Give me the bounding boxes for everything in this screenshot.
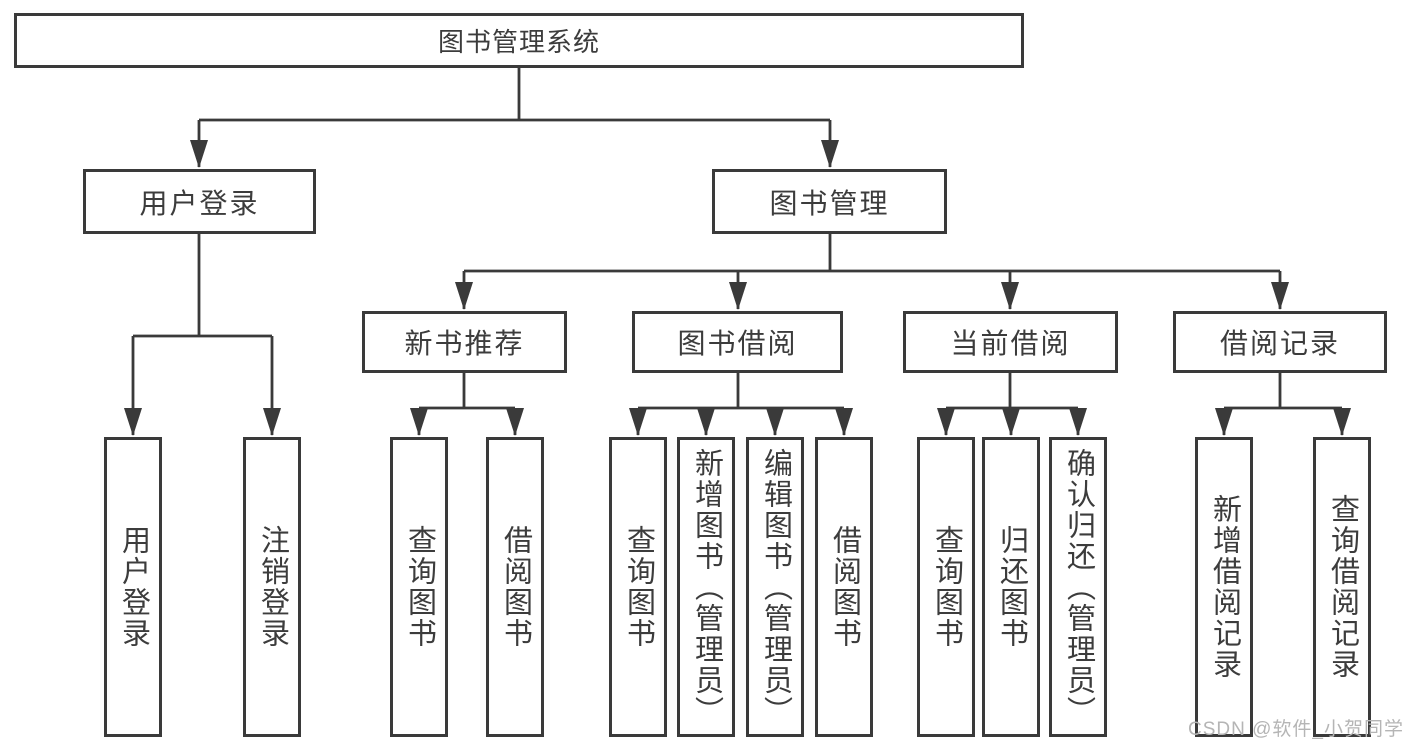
leaf-query-books-current: 查询图书 [917,437,975,737]
leaf-borrow-books-recommend: 借阅图书 [486,437,544,737]
leaf-user-login: 用户登录 [104,437,162,737]
node-label: 查询图书 [403,525,436,649]
leaf-return-books: 归还图书 [982,437,1040,737]
node-system-root: 图书管理系统 [14,13,1024,68]
node-label: 借阅图书 [828,525,861,649]
node-label: 编辑图书（管理员） [759,447,792,727]
connector-arrows [124,120,1351,436]
node-borrow-records: 借阅记录 [1173,311,1387,373]
node-label: 当前借阅 [950,328,1071,359]
leaf-query-books-recommend: 查询图书 [390,437,448,737]
leaf-confirm-return-admin: 确认归还（管理员） [1049,437,1107,737]
csdn-watermark: CSDN @软件_小贺同学 [1188,719,1404,740]
node-label: 借阅图书 [499,525,532,649]
connector-bus-lines [133,68,1342,410]
node-label: 图书借阅 [677,328,798,359]
node-label: 借阅记录 [1219,328,1340,359]
leaf-edit-books-admin: 编辑图书（管理员） [746,437,804,737]
node-label: 归还图书 [995,525,1028,649]
node-book-management: 图书管理 [712,169,947,234]
node-label: 注销登录 [256,525,289,649]
node-label: 新书推荐 [404,328,525,359]
node-label: 确认归还（管理员） [1062,447,1095,727]
leaf-add-books-admin: 新增图书（管理员） [677,437,735,737]
node-label: 用户登录 [117,525,150,649]
leaf-logout: 注销登录 [243,437,301,737]
node-label: 查询图书 [930,525,963,649]
node-label: 新增借阅记录 [1208,494,1241,680]
leaf-borrow-books: 借阅图书 [815,437,873,737]
leaf-query-borrow-record: 查询借阅记录 [1313,437,1371,737]
node-new-book-recommend: 新书推荐 [362,311,567,373]
node-label: 用户登录 [139,187,260,219]
node-user-login: 用户登录 [83,169,316,234]
node-label: 查询借阅记录 [1326,494,1359,680]
node-label: 图书管理 [769,187,890,219]
leaf-add-borrow-record: 新增借阅记录 [1195,437,1253,737]
node-label: 查询图书 [622,525,655,649]
node-label: 图书管理系统 [437,27,600,57]
node-book-borrow: 图书借阅 [632,311,843,373]
leaf-query-books-borrow: 查询图书 [609,437,667,737]
node-current-borrow: 当前借阅 [903,311,1118,373]
node-label: 新增图书（管理员） [690,447,723,727]
